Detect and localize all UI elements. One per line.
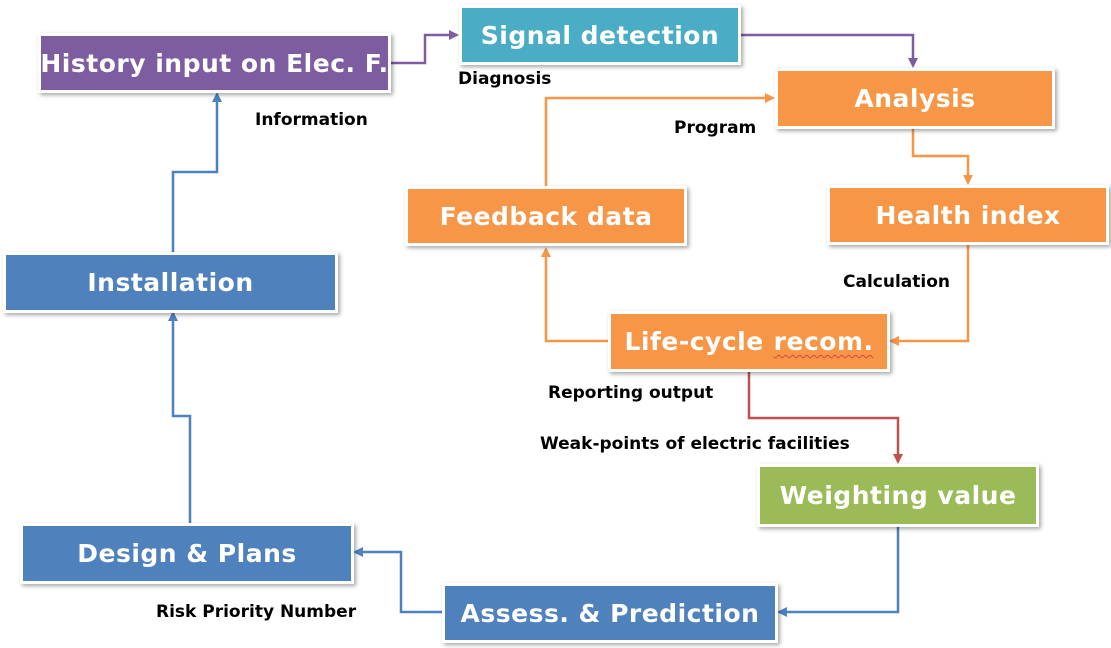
node-history-input-label: History input on Elec. F. <box>40 48 389 78</box>
node-analysis-label: Analysis <box>854 84 976 113</box>
label-diagnosis: Diagnosis <box>458 69 552 89</box>
node-assess-prediction: Assess. & Prediction <box>442 583 778 643</box>
node-life-cycle-label: Life-cycle <box>624 327 764 356</box>
node-weighting-value: Weighting value <box>757 464 1039 527</box>
node-weighting-value-label: Weighting value <box>779 481 1017 510</box>
arrow-weighting-to-assess <box>777 526 900 617</box>
label-calculation: Calculation <box>843 272 950 292</box>
node-installation-label: Installation <box>87 268 254 297</box>
node-signal-detection-label: Signal detection <box>480 20 720 50</box>
arrow-design-to-installation <box>168 311 192 524</box>
node-design-plans: Design & Plans <box>20 523 354 584</box>
label-risk-priority-number: Risk Priority Number <box>156 602 357 622</box>
node-life-cycle-label-suffix: recom. <box>773 327 874 356</box>
node-feedback-data-label: Feedback data <box>439 201 653 231</box>
node-installation: Installation <box>3 252 338 313</box>
arrow-feedback-to-analysis <box>544 93 775 186</box>
label-reporting-output: Reporting output <box>548 383 714 403</box>
node-signal-detection: Signal detection <box>459 5 741 65</box>
arrow-lifecycle-to-feedback <box>541 247 610 343</box>
node-assess-prediction-label: Assess. & Prediction <box>460 598 760 628</box>
node-analysis: Analysis <box>775 68 1055 129</box>
node-health-index-label: Health index <box>875 200 1061 230</box>
node-history-input: History input on Elec. F. <box>38 33 391 93</box>
arrow-analysis-to-health <box>911 128 973 185</box>
label-information: Information <box>255 110 368 130</box>
arrow-installation-to-history <box>171 92 222 252</box>
label-weak-points: Weak-points of electric facilities <box>540 434 850 454</box>
node-design-plans-label: Design & Plans <box>77 539 297 568</box>
node-life-cycle-recom: Life-cycle recom. <box>608 311 890 372</box>
label-program: Program <box>674 118 757 138</box>
arrow-health-to-lifecycle <box>889 244 970 346</box>
node-health-index: Health index <box>827 185 1109 245</box>
arrow-assess-to-design <box>353 547 445 614</box>
node-feedback-data: Feedback data <box>405 186 687 246</box>
arrow-lifecycle-to-weighting <box>747 371 903 464</box>
arrow-history-to-signal <box>390 30 459 65</box>
arrow-signal-to-analysis <box>740 33 918 68</box>
